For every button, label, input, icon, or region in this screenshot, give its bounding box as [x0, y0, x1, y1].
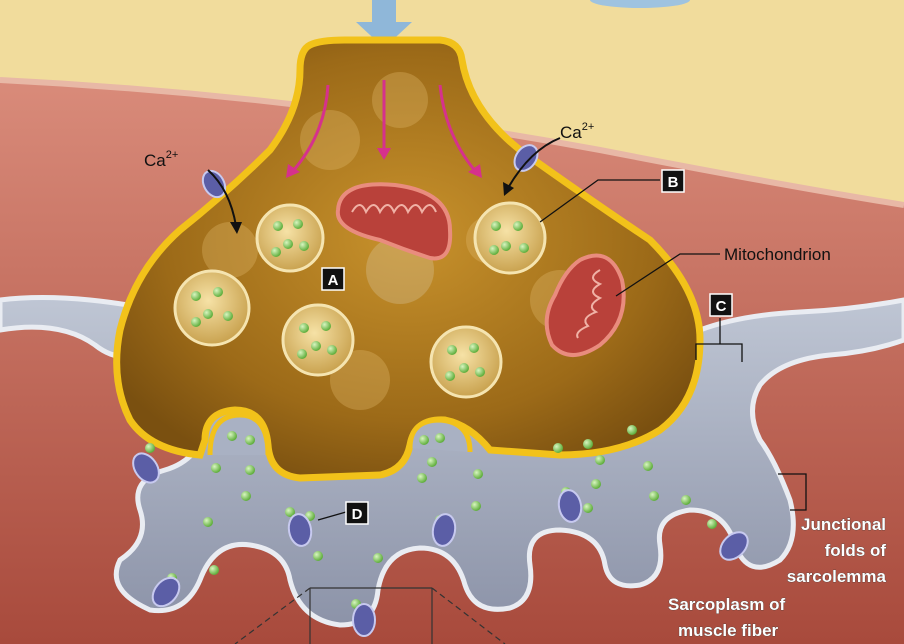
ca-arrow-right: [507, 137, 561, 189]
svg-text:C: C: [716, 298, 727, 315]
vesicle: [173, 269, 251, 347]
junctional-folds-label-line1: Junctional: [801, 515, 886, 534]
bracket-junctional: [778, 473, 807, 511]
junctional-folds-label-line3: sarcolemma: [787, 567, 887, 586]
receptor: [352, 603, 376, 637]
calcium-arrowheads: [230, 182, 514, 234]
signal-arrow: [356, 0, 412, 48]
pink-flow-arrows: [290, 80, 478, 173]
marker-a: A: [321, 267, 345, 291]
inset-outline: [234, 587, 506, 644]
mitochondrion-1: [335, 182, 453, 261]
axon-edge: [590, 0, 690, 8]
pink-arrow-right: [438, 84, 478, 173]
mitochondrion-label: Mitochondrion: [724, 245, 831, 264]
receptor: [431, 513, 457, 547]
vesicle: [281, 303, 355, 377]
marker-d: D: [345, 501, 369, 525]
receptor: [151, 576, 181, 608]
marker-c: C: [709, 293, 733, 317]
receptor: [201, 169, 227, 199]
marker-b: B: [661, 169, 685, 193]
ca-label-right: Ca2+: [560, 121, 594, 142]
synaptic-vesicles: [173, 201, 547, 399]
vesicle: [473, 201, 547, 275]
sarcoplasm-label-line1: Sarcoplasm of: [668, 595, 785, 614]
svg-text:B: B: [668, 174, 679, 191]
sarcoplasm-label-line2: muscle fiber: [678, 621, 779, 640]
leader-b: [539, 179, 660, 223]
receptor: [132, 452, 160, 484]
junctional-folds-label-line2: folds of: [825, 541, 887, 560]
ca-arrow-left: [207, 169, 237, 227]
leader-d: [317, 511, 347, 521]
pink-arrow-left: [290, 84, 330, 173]
vesicle: [255, 203, 325, 273]
acetylcholine-receptors: [132, 144, 749, 637]
leader-mitochondrion: [615, 253, 720, 297]
mitochondrion-2: [544, 253, 626, 357]
svg-text:A: A: [328, 272, 339, 289]
acetylcholine-molecules: [145, 425, 717, 609]
receptor: [557, 489, 583, 523]
svg-text:D: D: [352, 506, 363, 523]
sarcolemma-surface: [0, 77, 904, 208]
bracket-c: [695, 343, 743, 362]
ca-label-left: Ca2+: [144, 149, 178, 170]
leader-lines: [317, 179, 807, 521]
calcium-arrows: [207, 137, 561, 227]
receptor: [513, 144, 539, 172]
receptor: [287, 513, 313, 547]
pink-arrowheads: [286, 148, 482, 178]
receptor: [719, 531, 749, 561]
vesicle: [429, 325, 503, 399]
